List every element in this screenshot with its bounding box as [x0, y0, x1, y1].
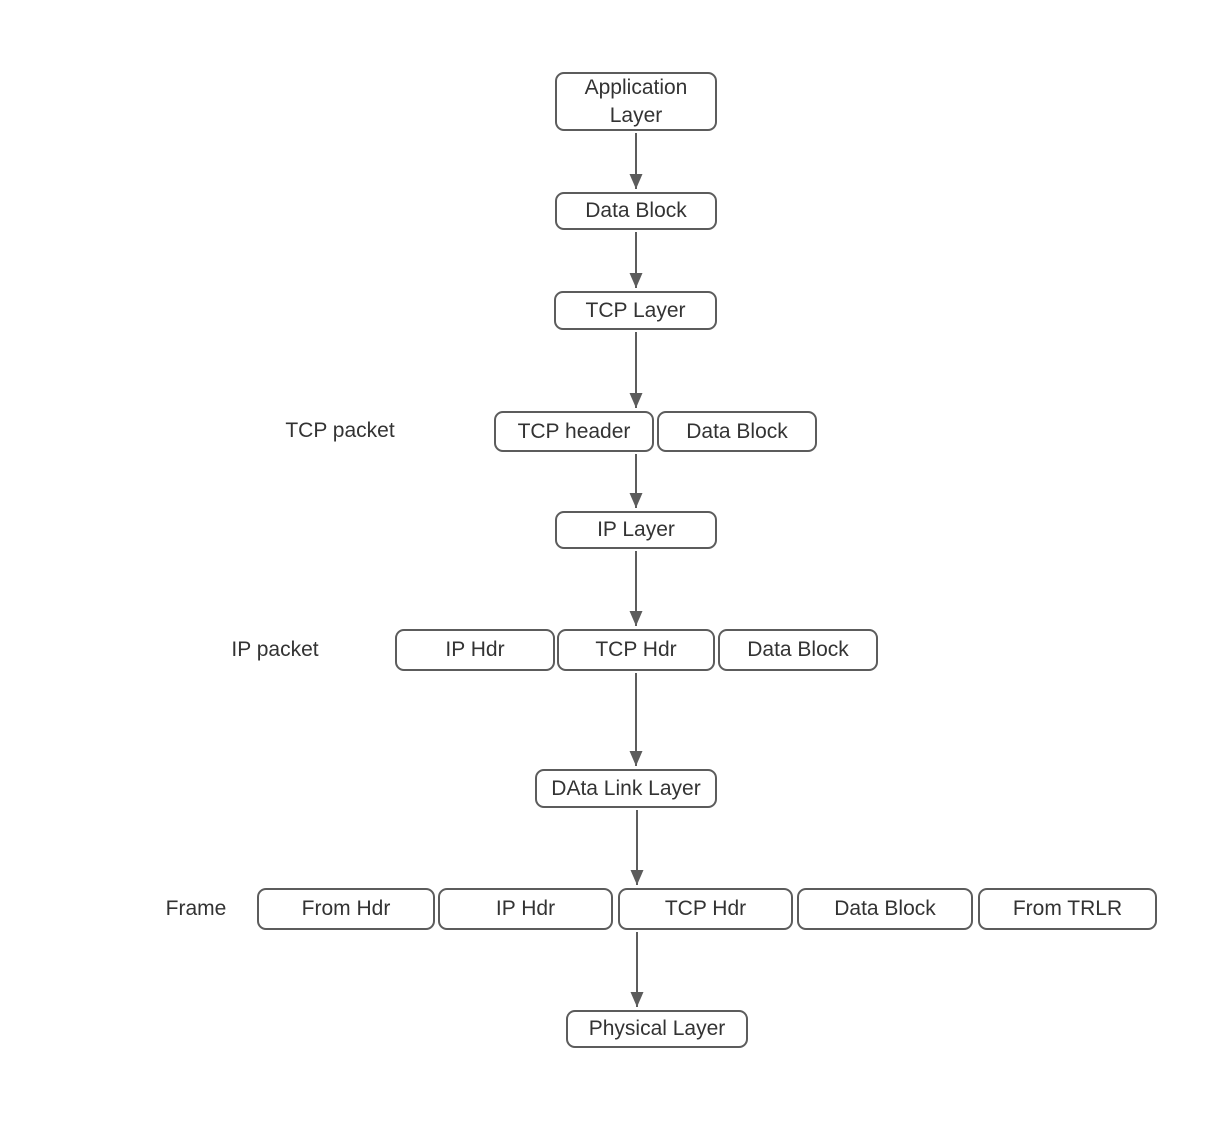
node-data-link-layer: DAta Link Layer — [535, 769, 717, 808]
node-physical-layer: Physical Layer — [566, 1010, 748, 1048]
node-ip-hdr-ip-packet: IP Hdr — [395, 629, 555, 671]
node-data-block-tcp-packet: Data Block — [657, 411, 817, 452]
node-application-layer: Application Layer — [555, 72, 717, 131]
label-ip-packet: IP packet — [231, 638, 319, 661]
node-data-block-ip-packet: Data Block — [718, 629, 878, 671]
node-ip-layer: IP Layer — [555, 511, 717, 549]
node-tcp-hdr-ip-packet: TCP Hdr — [557, 629, 715, 671]
node-tcp-layer: TCP Layer — [554, 291, 717, 330]
node-data-block-top: Data Block — [555, 192, 717, 230]
node-tcp-header: TCP header — [494, 411, 654, 452]
label-frame: Frame — [165, 897, 227, 920]
node-ip-hdr-frame: IP Hdr — [438, 888, 613, 930]
label-tcp-packet: TCP packet — [285, 419, 395, 442]
node-from-trlr: From TRLR — [978, 888, 1157, 930]
node-from-hdr: From Hdr — [257, 888, 435, 930]
node-data-block-frame: Data Block — [797, 888, 973, 930]
node-tcp-hdr-frame: TCP Hdr — [618, 888, 793, 930]
